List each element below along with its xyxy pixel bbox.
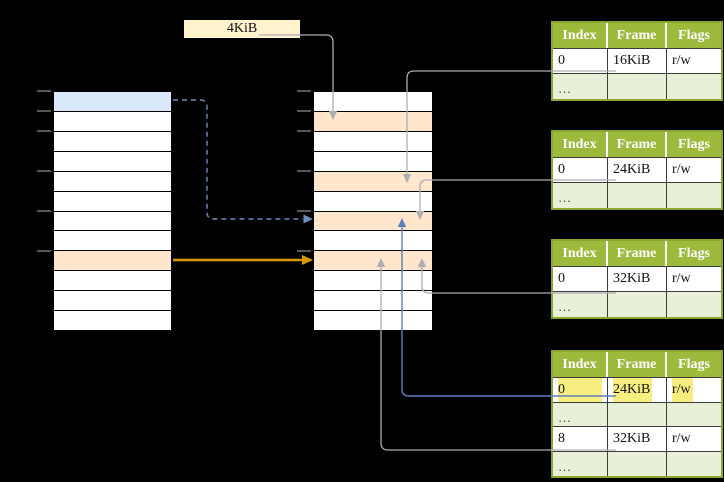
connector-virtual-page-dashed [173,99,313,224]
col-header-index: Index [553,132,608,157]
col-header-flags: Flags [678,137,710,152]
cell-index: 0 [553,49,608,73]
left-memory-column [53,91,172,331]
memory-cell-white [54,311,171,331]
cell-index: … [553,451,608,476]
cell-frame [608,183,667,208]
memory-cell-white [54,191,171,212]
memory-cell-orange [314,171,432,192]
middle-memory-column [313,91,433,331]
highlight: r/w [672,378,693,402]
memory-cell-white [54,151,171,172]
memory-cell-white [314,271,432,292]
table-header-row: Index Frame Flags [553,132,721,158]
col-header-index: Index [553,352,608,377]
cell-flags [667,183,721,208]
cell-frame [608,74,667,99]
memory-cell-white [314,131,432,152]
cell-frame [608,402,667,426]
cell-index: 0 [553,267,608,291]
col-header-frame: Frame [608,23,667,48]
table-row: 0 32KiB r/w [553,267,721,292]
cell-frame: 16KiB [608,49,667,73]
table-header-row: Index Frame Flags [553,352,721,378]
connector-virtual-page-orange [173,255,313,265]
table-row: 0 24KiB r/w [553,158,721,183]
col-header-index: Index [553,241,608,266]
table-row: 8 32KiB r/w [553,427,721,452]
memory-cell-white [54,271,171,292]
memory-cell-orange [54,251,171,272]
cell-flags [667,74,721,99]
memory-cell-white [314,231,432,252]
cell-flags: r/w [672,271,691,286]
cell-index: … [553,402,608,426]
memory-cell-white [314,311,432,331]
cell-index: 0 [553,378,608,402]
memory-cell-blue [54,92,171,112]
col-header-index: Index [553,23,608,48]
table-row-ellipsis: … [553,451,721,477]
cell-frame [608,451,667,476]
cell-index: … [553,292,608,317]
cell-index: … [553,183,608,208]
cell-frame [608,292,667,317]
memory-cell-white [54,171,171,192]
cell-flags: r/w [667,378,721,402]
cell-index: 0 [553,158,608,182]
memory-cell-white [54,231,171,252]
page-table-1: Index Frame Flags 0 24KiB r/w … [551,130,723,210]
memory-cell-white [54,111,171,132]
cell-frame: 32KiB [608,427,667,451]
cell-flags [667,452,721,477]
memory-cell-white [314,92,432,112]
memory-cell-orange [314,251,432,272]
memory-cell-white [54,291,171,312]
table-row: 0 16KiB r/w [553,49,721,74]
table-row-highlighted: 0 24KiB r/w [553,378,721,403]
memory-cell-orange [314,211,432,232]
cell-flags: r/w [672,431,691,446]
memory-cell-white [314,291,432,312]
cell-flags: r/w [672,162,691,177]
col-header-frame: Frame [608,241,667,266]
highlight: 24KiB [613,378,653,402]
memory-cell-white [314,151,432,172]
cell-flags [667,292,721,317]
table-header-row: Index Frame Flags [553,241,721,267]
col-header-frame: Frame [608,132,667,157]
col-header-frame: Frame [608,352,667,377]
table-header-row: Index Frame Flags [553,23,721,49]
cell-index: … [553,74,608,99]
table-row-ellipsis: … [553,292,721,317]
col-header-flags: Flags [678,246,710,261]
table-row-ellipsis: … [553,183,721,208]
col-header-flags: Flags [678,28,710,43]
cell-frame: 24KiB [608,158,667,182]
cell-frame: 24KiB [608,378,667,402]
cell-index: 8 [553,427,608,451]
highlight: 0 [558,378,602,402]
page-table-0: Index Frame Flags 0 16KiB r/w … [551,21,723,101]
page-table-2: Index Frame Flags 0 32KiB r/w … [551,239,723,319]
table-row-ellipsis: … [553,74,721,99]
memory-cell-white [54,211,171,232]
cell-frame: 32KiB [608,267,667,291]
cell-flags [667,403,721,427]
memory-cell-white [314,191,432,212]
memory-cell-white [54,131,171,152]
page-size-label: 4KiB [184,20,300,38]
col-header-flags: Flags [678,357,710,372]
table-row-ellipsis: … [553,402,721,427]
page-table-3: Index Frame Flags 0 24KiB r/w … 8 32KiB … [551,350,723,478]
memory-cell-orange [314,111,432,132]
cell-flags: r/w [672,53,691,68]
